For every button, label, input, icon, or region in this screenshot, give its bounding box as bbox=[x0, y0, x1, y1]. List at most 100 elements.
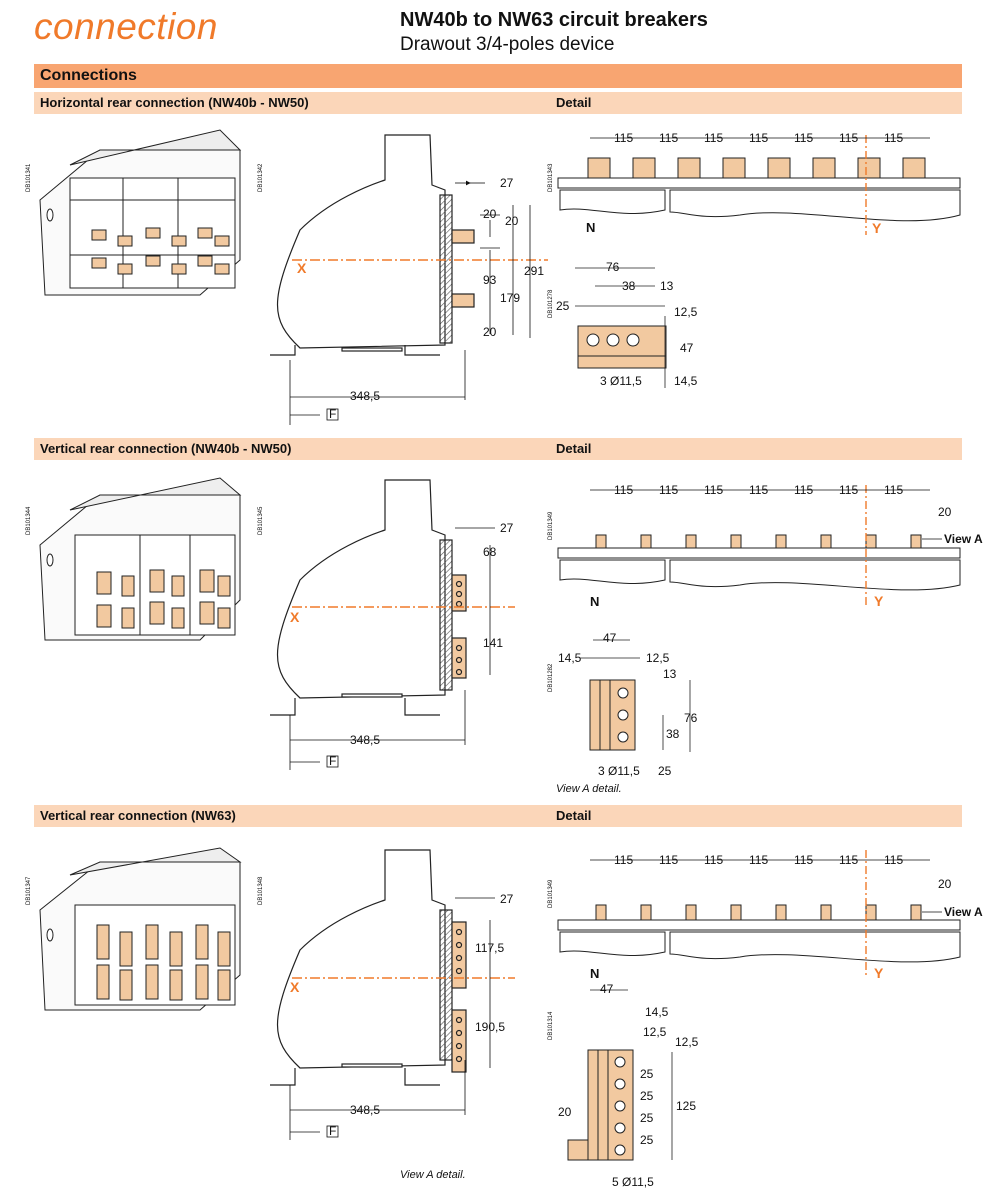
pitch-label: 115 bbox=[794, 131, 813, 145]
drawing-code: DB101345 bbox=[258, 506, 264, 535]
view-a-label: View A bbox=[944, 532, 983, 546]
dim-label: 190,5 bbox=[475, 1020, 505, 1034]
dim-label: 3 Ø11,5 bbox=[600, 374, 642, 388]
neutral-label: N bbox=[590, 966, 599, 981]
dim-label: 93 bbox=[483, 273, 497, 287]
dim-label: 125 bbox=[676, 1099, 696, 1113]
dim-label: 13 bbox=[660, 279, 674, 293]
dim-label: 291 bbox=[524, 264, 544, 278]
section-1: DB101341 DB101342 X 27 20 20 93 179 291 … bbox=[26, 129, 961, 425]
dim-label: 14,5 bbox=[645, 1005, 669, 1019]
subsection-title: Vertical rear connection (NW40b - NW50) bbox=[40, 441, 292, 456]
pitch-label: 115 bbox=[839, 483, 858, 497]
brand-logo: connection bbox=[34, 6, 218, 47]
dim-label: 25 bbox=[640, 1089, 654, 1103]
dim-label: 20 bbox=[558, 1105, 572, 1119]
dim-label: 25 bbox=[640, 1133, 654, 1147]
section-title: Connections bbox=[40, 67, 137, 84]
side-view-drawing bbox=[270, 849, 467, 1086]
view-a-caption: View A detail. bbox=[400, 1169, 466, 1181]
dim-label: 27 bbox=[500, 521, 514, 535]
drawing-code: DB101314 bbox=[548, 1011, 554, 1040]
breaker-iso-drawing bbox=[39, 129, 242, 296]
axis-x-label: X bbox=[290, 979, 300, 995]
pitch-label: 115 bbox=[614, 853, 633, 867]
subsection-bar-3: Vertical rear connection (NW63) Detail bbox=[34, 805, 962, 827]
bar-detail-drawing bbox=[575, 267, 667, 388]
section-2: DB101344 DB101345 X 27 68 141 348,5 F DB… bbox=[26, 477, 983, 795]
section-3: DB101347 DB101348 X 27 117,5 190,5 348,5… bbox=[26, 847, 983, 1189]
pitch-label: 115 bbox=[749, 131, 768, 145]
drawing-code: DB101341 bbox=[26, 163, 32, 192]
dim-label: 68 bbox=[483, 545, 497, 559]
busbar-detail-drawing bbox=[557, 534, 961, 591]
drawing-code: DB101343 bbox=[548, 163, 554, 192]
breaker-iso-drawing bbox=[39, 477, 242, 641]
dim-label: 179 bbox=[500, 291, 520, 305]
drawing-code: DB101342 bbox=[258, 163, 264, 192]
drawing-code: DB101349 bbox=[548, 511, 554, 540]
section-bar: Connections bbox=[34, 64, 962, 88]
subsection-title: Vertical rear connection (NW63) bbox=[40, 808, 236, 823]
side-view-drawing bbox=[270, 479, 467, 716]
page-subtitle: Drawout 3/4-poles device bbox=[400, 34, 615, 55]
dim-label: 25 bbox=[640, 1111, 654, 1125]
dim-label: 20 bbox=[505, 214, 519, 228]
dim-label: 20 bbox=[483, 325, 497, 339]
dim-label: 20 bbox=[938, 877, 952, 891]
dim-label: 141 bbox=[483, 636, 503, 650]
dim-label: 12,5 bbox=[646, 651, 670, 665]
pitch-label: 115 bbox=[704, 853, 723, 867]
detail-label: Detail bbox=[556, 808, 592, 823]
detail-label: Detail bbox=[556, 95, 592, 110]
front-marker: F bbox=[329, 754, 336, 768]
subsection-bar-1: Horizontal rear connection (NW40b - NW50… bbox=[34, 92, 962, 114]
bar-detail-drawing bbox=[567, 989, 673, 1161]
dim-label: 27 bbox=[500, 176, 514, 190]
pitch-label: 115 bbox=[704, 483, 723, 497]
pitch-label: 115 bbox=[884, 853, 903, 867]
pitch-label: 115 bbox=[614, 131, 633, 145]
dim-label: 25 bbox=[658, 764, 672, 778]
bar-detail-drawing bbox=[580, 639, 691, 752]
pitch-label: 115 bbox=[839, 131, 858, 145]
dim-label: 20 bbox=[938, 505, 952, 519]
axis-x-label: X bbox=[290, 609, 300, 625]
view-a-caption: View A detail. bbox=[556, 783, 622, 795]
dim-label: 348,5 bbox=[350, 389, 380, 403]
dim-label: 38 bbox=[666, 727, 680, 741]
dim-label: 12,5 bbox=[674, 305, 698, 319]
drawing-code: DB101349 bbox=[548, 879, 554, 908]
dim-label: 5 Ø11,5 bbox=[612, 1175, 654, 1189]
dim-label: 20 bbox=[483, 207, 497, 221]
subsection-bar-2: Vertical rear connection (NW40b - NW50) … bbox=[34, 438, 962, 460]
pitch-label: 115 bbox=[749, 853, 768, 867]
neutral-label: N bbox=[590, 594, 599, 609]
dim-label: 47 bbox=[600, 982, 614, 996]
dim-label: 27 bbox=[500, 892, 514, 906]
drawing-code: DB101278 bbox=[548, 289, 554, 318]
pitch-label: 115 bbox=[614, 483, 633, 497]
axis-y-label: Y bbox=[872, 220, 882, 236]
dim-label: 13 bbox=[663, 667, 677, 681]
pitch-label: 115 bbox=[659, 483, 678, 497]
dim-label: 25 bbox=[640, 1067, 654, 1081]
busbar-detail-drawing bbox=[557, 157, 961, 222]
dim-label: 12,5 bbox=[675, 1035, 699, 1049]
neutral-label: N bbox=[586, 220, 595, 235]
dim-label: 348,5 bbox=[350, 1103, 380, 1117]
dim-label: 14,5 bbox=[674, 374, 698, 388]
pitch-label: 115 bbox=[749, 483, 768, 497]
breaker-iso-drawing bbox=[39, 847, 242, 1011]
drawing-code: DB101344 bbox=[26, 506, 32, 535]
dim-label: 25 bbox=[556, 299, 570, 313]
axis-y-label: Y bbox=[874, 965, 884, 981]
pitch-label: 115 bbox=[659, 131, 678, 145]
front-marker: F bbox=[329, 407, 336, 421]
pitch-label: 115 bbox=[839, 853, 858, 867]
view-a-label: View A bbox=[944, 905, 983, 919]
subsection-title: Horizontal rear connection (NW40b - NW50… bbox=[40, 95, 309, 110]
dim-label: 76 bbox=[606, 260, 620, 274]
drawing-code: DB101347 bbox=[26, 876, 32, 905]
dim-label: 47 bbox=[603, 631, 617, 645]
